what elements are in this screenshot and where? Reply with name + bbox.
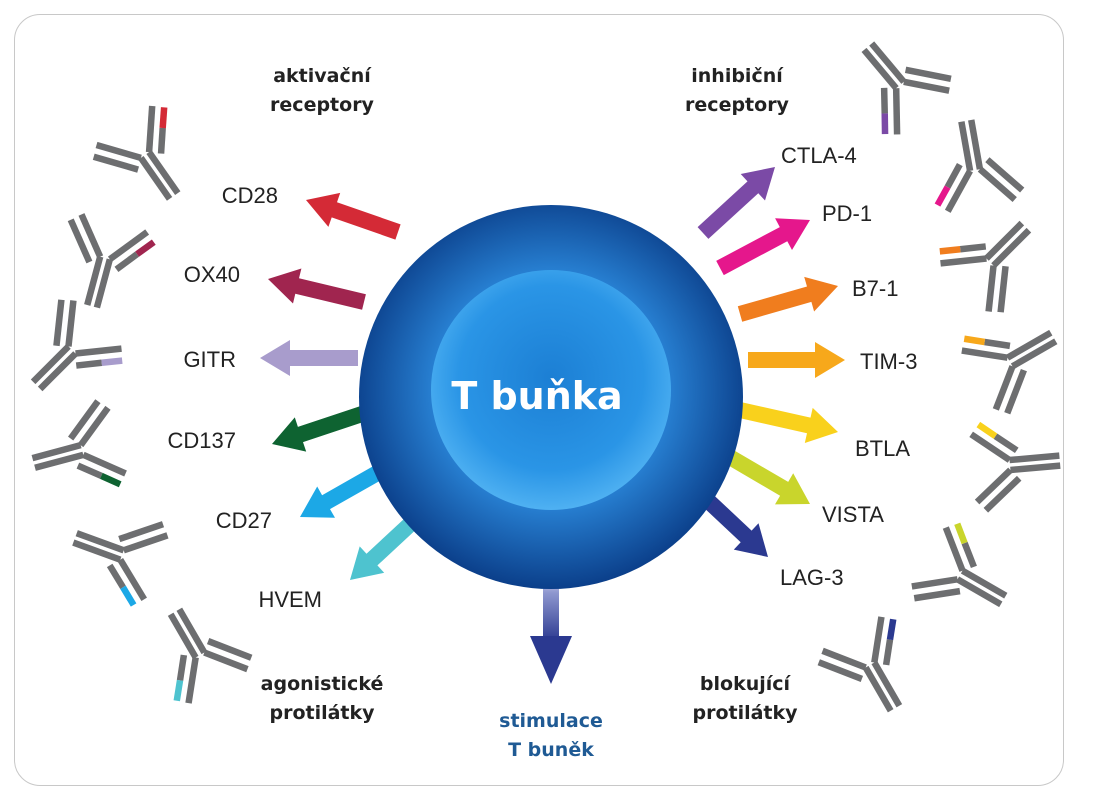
antibody-icon-ctla-4 — [861, 41, 952, 135]
arrow-cd137 — [272, 406, 365, 452]
arrow-cd27 — [300, 460, 392, 518]
antibody-icon-ox40 — [67, 213, 156, 309]
agonist-header-line1: agonistické — [261, 673, 384, 695]
receptor-label-pd-1: PD-1 — [822, 201, 872, 226]
receptor-label-ox40: OX40 — [184, 262, 240, 287]
receptor-label-cd137: CD137 — [168, 428, 236, 453]
antibody-icon-lag-3 — [817, 616, 903, 713]
arrow-hvem — [350, 509, 426, 580]
arrow-tim-3 — [748, 342, 845, 378]
arrow-vista — [724, 449, 810, 505]
arrow-pd-1 — [716, 218, 810, 276]
receptor-label-cd27: CD27 — [216, 508, 272, 533]
t-cell-nucleus — [431, 270, 671, 510]
arrow-ox40 — [268, 268, 366, 310]
receptor-label-b7-1: B7-1 — [852, 276, 898, 301]
receptor-arrows — [260, 167, 845, 580]
antibody-icon-b7-1 — [939, 220, 1032, 313]
receptor-label-cd28: CD28 — [222, 183, 278, 208]
antibody-icon-vista — [911, 522, 1008, 608]
antibody-icon-btla — [969, 421, 1061, 513]
inhibitory-header-line2: receptory — [685, 94, 790, 116]
arrow-lag-3 — [696, 489, 768, 557]
agonist-header-line2: protilátky — [269, 702, 375, 724]
blocking-header-line1: blokující — [700, 673, 792, 695]
stimulation-label-line2: T buněk — [508, 739, 594, 761]
receptor-label-tim-3: TIM-3 — [860, 349, 917, 374]
antibodies — [30, 41, 1061, 713]
arrow-b7-1 — [737, 276, 838, 322]
arrow-cd28 — [306, 192, 401, 240]
activating-header-line2: receptory — [270, 94, 375, 116]
receptor-label-hvem: HVEM — [258, 587, 322, 612]
antibody-icon-cd27 — [72, 521, 169, 607]
activating-header-line1: aktivační — [273, 65, 372, 87]
inhibitory-header-line1: inhibiční — [691, 65, 784, 87]
antibody-icon-pd-1 — [934, 119, 1025, 213]
arrow-ctla-4 — [697, 167, 775, 239]
antibody-icon-hvem — [167, 607, 253, 704]
receptor-label-ctla-4: CTLA-4 — [781, 143, 857, 168]
t-cell: T buňka — [359, 205, 743, 589]
blocking-header-line2: protilátky — [692, 702, 798, 724]
antibody-icon-gitr — [30, 299, 123, 392]
antibody-icon-cd137 — [31, 399, 127, 488]
receptor-label-vista: VISTA — [822, 502, 884, 527]
receptor-label-lag-3: LAG-3 — [780, 565, 844, 590]
stimulation-label-line1: stimulace — [499, 710, 603, 732]
arrow-btla — [738, 402, 838, 443]
arrow-gitr — [260, 340, 358, 376]
receptor-label-gitr: GITR — [183, 347, 236, 372]
t-cell-label: T buňka — [451, 374, 622, 418]
antibody-icon-tim-3 — [961, 329, 1058, 415]
antibody-icon-cd28 — [92, 105, 181, 201]
receptor-label-btla: BTLA — [855, 436, 910, 461]
